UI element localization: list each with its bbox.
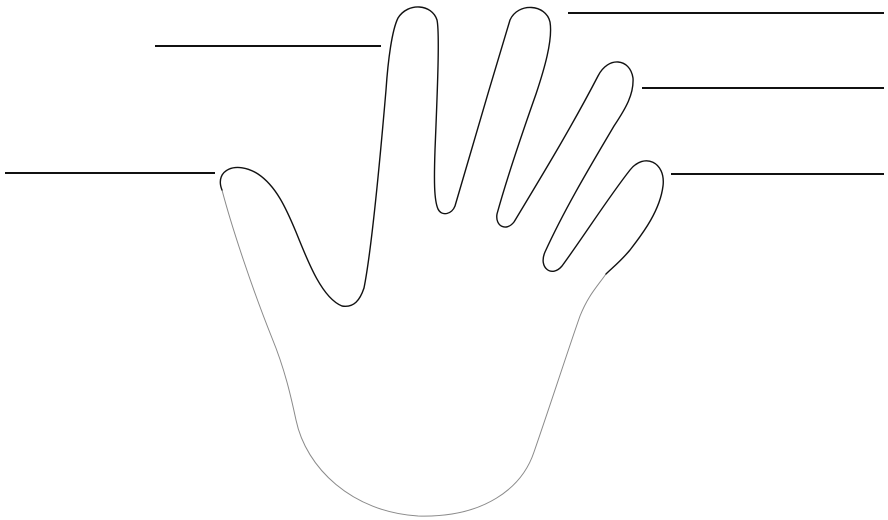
palm-outline <box>222 190 606 516</box>
fingers-outline <box>220 7 663 306</box>
